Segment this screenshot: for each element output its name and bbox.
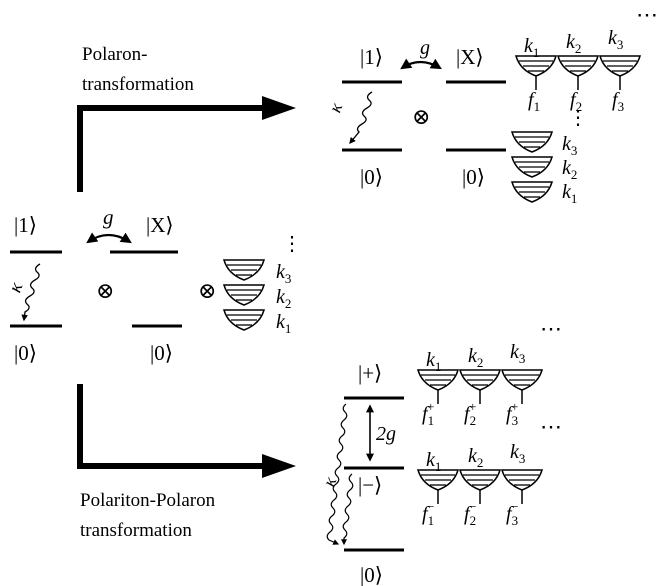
polaron-decay-arrow bbox=[349, 91, 373, 145]
bath-cup-k1 bbox=[223, 309, 265, 331]
ket-plus-label: |+⟩ bbox=[358, 361, 382, 385]
polaron-bath-k2: k2 bbox=[562, 157, 577, 182]
polariton-system: |+⟩ |−⟩ |0⟩ 2g κ k1 k2 k3 ⋯ f1+ f2+ f3+ … bbox=[319, 316, 562, 586]
original-system: |1⟩ |0⟩ |X⟩ |0⟩ g κ ⊗ ⊗ ⋮ k3 k2 k1 bbox=[5, 205, 302, 365]
tensor-symbol-1: ⊗ bbox=[96, 278, 114, 303]
lower-f1-label: f1− bbox=[422, 499, 434, 528]
bath-stack bbox=[223, 259, 265, 331]
polaron-mode-3 bbox=[599, 55, 641, 90]
bath-cup-k2 bbox=[223, 284, 265, 306]
lower-k3-label: k3 bbox=[510, 441, 525, 466]
polaron-bath-k1: k1 bbox=[562, 181, 577, 206]
polaron-k1-label: k1 bbox=[524, 35, 539, 60]
polaron-f3-label: f3 bbox=[612, 89, 624, 114]
polaron-ellipsis-h: ⋯ bbox=[636, 2, 658, 27]
polaron-f2-label: f2 bbox=[570, 89, 582, 114]
polaron-coupling-arrow bbox=[400, 58, 442, 70]
upper-mode-2 bbox=[459, 369, 501, 404]
ket-minus-label: |−⟩ bbox=[358, 473, 382, 497]
bottom-caption-line1: Polariton-Polaron bbox=[80, 490, 216, 511]
lower-mode-3 bbox=[501, 469, 543, 504]
bath-k3-label: k3 bbox=[276, 261, 291, 286]
upper-mode-3 bbox=[501, 369, 543, 404]
top-caption-line2: transformation bbox=[82, 74, 194, 95]
polaron-k2-label: k2 bbox=[566, 31, 581, 56]
bath-k2-label: k2 bbox=[276, 286, 291, 311]
upper-decay-arrow bbox=[326, 403, 348, 545]
lower-mode-1 bbox=[417, 469, 459, 504]
polaron-mode-2 bbox=[557, 55, 599, 90]
upper-ellipsis-h: ⋯ bbox=[540, 316, 562, 341]
polaron-ket-0-right: |0⟩ bbox=[462, 165, 485, 189]
top-caption-line1: Polaron- bbox=[82, 44, 147, 65]
upper-f2-label: f2+ bbox=[464, 399, 476, 428]
lower-k1-label: k1 bbox=[426, 449, 441, 474]
lower-f3-label: f3− bbox=[506, 499, 518, 528]
lower-decay-arrow bbox=[341, 473, 354, 546]
lower-k2-label: k2 bbox=[468, 445, 483, 470]
polaron-bath-stack bbox=[511, 131, 553, 203]
polaron-mode-1 bbox=[515, 55, 557, 90]
polaron-kappa: κ bbox=[325, 100, 347, 115]
polaron-system: |1⟩ |0⟩ |X⟩ |0⟩ g κ ⊗ k1 k2 k3 ⋯ f1 f2 f… bbox=[325, 2, 658, 206]
polaron-ket-1: |1⟩ bbox=[360, 45, 383, 69]
bottom-caption-line2: transformation bbox=[80, 520, 192, 541]
polaron-bath-ellipsis: ⋮ bbox=[568, 107, 588, 129]
bath-ellipsis-v: ⋮ bbox=[282, 233, 302, 255]
coupling-arrow bbox=[86, 232, 132, 244]
polaron-g-label: g bbox=[420, 37, 430, 59]
bath-k1-label: k1 bbox=[276, 311, 291, 336]
ket-x-label: |X⟩ bbox=[146, 213, 174, 237]
upper-k1-label: k1 bbox=[426, 349, 441, 374]
upper-mode-1 bbox=[417, 369, 459, 404]
lower-f2-label: f2− bbox=[464, 499, 476, 528]
ket-1-label: |1⟩ bbox=[14, 213, 37, 237]
lower-mode-2 bbox=[459, 469, 501, 504]
polaron-ket-0: |0⟩ bbox=[360, 165, 383, 189]
coupling-g-label: g bbox=[103, 205, 114, 229]
bath-cup-k3 bbox=[223, 259, 265, 281]
polaron-ket-x: |X⟩ bbox=[456, 45, 484, 69]
upper-f3-label: f3+ bbox=[506, 399, 518, 428]
splitting-2g-label: 2g bbox=[376, 423, 396, 445]
bottom-transformation-arrow bbox=[77, 384, 296, 478]
polaron-k3-label: k3 bbox=[608, 27, 623, 52]
polaron-f1-label: f1 bbox=[528, 89, 540, 114]
ket-0-right-label: |0⟩ bbox=[150, 341, 173, 365]
polariton-ket-0: |0⟩ bbox=[360, 563, 383, 586]
tensor-symbol-2: ⊗ bbox=[198, 278, 216, 303]
kappa-label: κ bbox=[5, 279, 28, 296]
ket-0-label: |0⟩ bbox=[14, 341, 37, 365]
upper-k2-label: k2 bbox=[468, 345, 483, 370]
upper-f1-label: f1+ bbox=[422, 399, 434, 428]
top-transformation-arrow bbox=[77, 96, 296, 192]
polaron-tensor: ⊗ bbox=[412, 104, 430, 129]
lower-ellipsis-h: ⋯ bbox=[540, 414, 562, 439]
upper-k3-label: k3 bbox=[510, 341, 525, 366]
polaron-bath-k3: k3 bbox=[562, 133, 577, 158]
decay-arrow bbox=[21, 263, 41, 322]
